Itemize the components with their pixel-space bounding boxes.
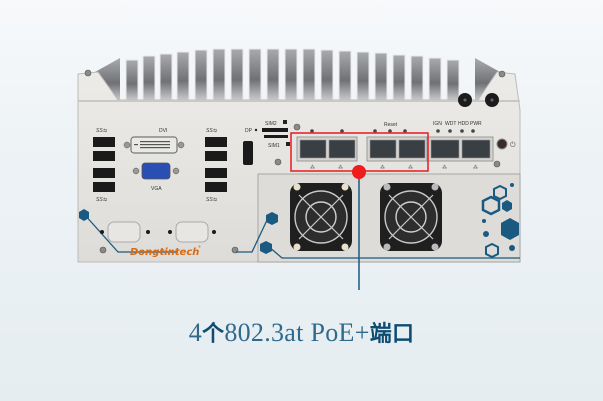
hexagon-decoration: [481, 183, 519, 259]
brand-logo: Dongtintech: [130, 247, 199, 258]
registered-mark: ®: [198, 244, 201, 249]
usb3-label: SS⇆: [96, 128, 108, 134]
svg-text:DP: DP: [245, 128, 253, 134]
displayport: [243, 141, 253, 165]
svg-text:SS⇆: SS⇆: [96, 197, 108, 203]
caption-measure-word: 个: [202, 322, 225, 347]
svg-text:VGA: VGA: [151, 186, 162, 192]
usb3-ports-right: SS⇆ SS⇆: [205, 128, 227, 203]
svg-text:Reset: Reset: [384, 122, 398, 128]
svg-text:⁂: ⁂: [310, 164, 315, 171]
caption-standard: 802.3at PoE+: [224, 318, 370, 347]
svg-text:PWR: PWR: [470, 121, 482, 127]
svg-text:⁂: ⁂: [473, 164, 478, 171]
highlight-dot: [352, 165, 366, 179]
caption-suffix: 端口: [369, 322, 415, 347]
blanking-plate: [175, 221, 209, 243]
vga-port: VGA: [132, 162, 180, 192]
svg-text:⁂: ⁂: [408, 164, 413, 171]
svg-text:SIM2: SIM2: [265, 121, 277, 127]
power-button: [496, 138, 508, 150]
power-icon: ⏻: [510, 141, 516, 149]
fan-icon: [380, 183, 442, 251]
device-illustration: SS⇆ SS⇆ DVI VGA SS⇆ SS⇆ DP SIM2 SIM1: [77, 48, 521, 312]
dvi-port: DVI: [123, 128, 185, 154]
svg-text:IGN: IGN: [433, 121, 442, 127]
svg-text:SS⇆: SS⇆: [206, 197, 218, 203]
svg-text:SS⇆: SS⇆: [206, 128, 218, 134]
blanking-plate: [107, 221, 141, 243]
svg-text:⁂: ⁂: [442, 164, 447, 171]
svg-text:⁂: ⁂: [380, 164, 385, 171]
svg-text:DVI: DVI: [159, 128, 167, 134]
sim-slot: [264, 135, 288, 138]
fan-tray: [257, 173, 521, 263]
feature-caption: 4个802.3at PoE+端口: [0, 316, 603, 348]
fan-icon: [290, 183, 352, 251]
sim-slot: [262, 128, 288, 132]
lan-ports: [427, 136, 494, 162]
circuit-trace: [83, 213, 520, 259]
svg-text:⁂: ⁂: [338, 164, 343, 171]
svg-text:WDT: WDT: [445, 121, 456, 127]
usb3-ports-left: SS⇆ SS⇆: [93, 128, 115, 203]
svg-text:SIM1: SIM1: [268, 143, 280, 149]
heatsink: [95, 48, 500, 101]
poe-lan-ports: [296, 136, 428, 162]
svg-text:HDD: HDD: [458, 121, 469, 127]
caption-count: 4: [188, 318, 202, 347]
